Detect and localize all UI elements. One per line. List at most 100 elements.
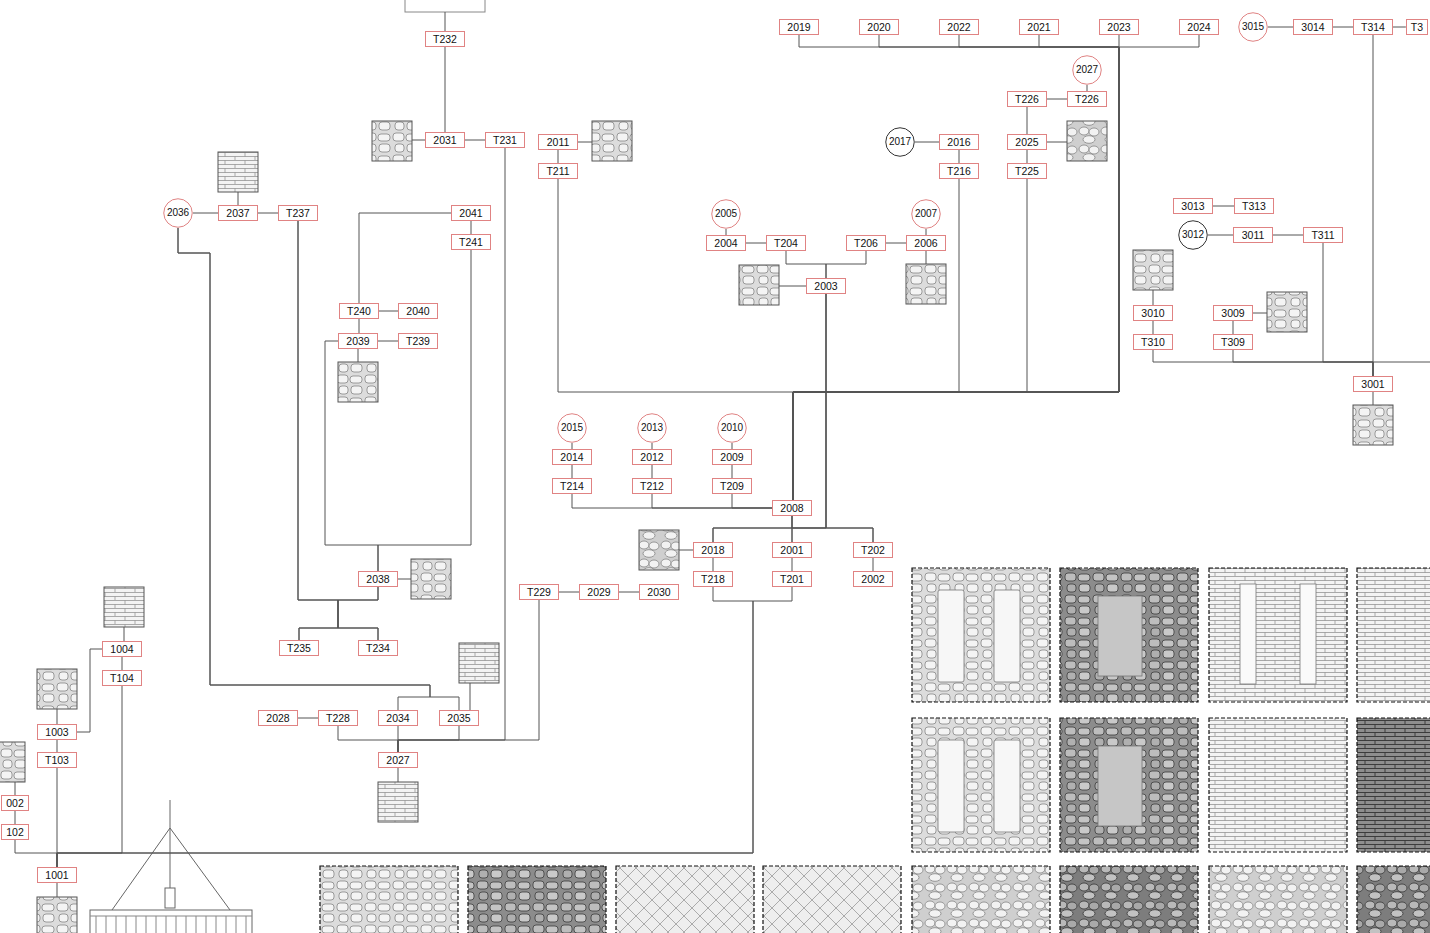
unit-box: T229	[519, 584, 559, 600]
unit-box: 2037	[218, 205, 258, 221]
unit-number: 2039	[346, 335, 369, 347]
unit-box: T212	[632, 478, 672, 494]
unit-number: T212	[640, 480, 664, 492]
unit-number: 3014	[1301, 21, 1324, 33]
stratigraphic-link	[258, 213, 278, 214]
unit-number: T3	[1411, 21, 1423, 33]
unit-box: T225	[1007, 163, 1047, 179]
stratigraphic-link	[572, 494, 772, 508]
stratigraphic-link	[378, 250, 471, 571]
masonry-thumbnail	[104, 587, 144, 627]
unit-box: 3011	[1233, 227, 1273, 243]
unit-number: 3011	[1242, 229, 1265, 241]
stratigraphic-link	[398, 726, 459, 752]
unit-box: T310	[1133, 334, 1173, 350]
leader-line	[445, 12, 446, 31]
unit-number: 2013	[641, 422, 663, 434]
facade-detail	[90, 916, 252, 933]
unit-circle: 2013	[637, 413, 667, 443]
leader-line	[15, 782, 16, 795]
stratigraphic-link	[378, 341, 398, 342]
leader-line	[398, 768, 399, 782]
unit-box: T202	[853, 542, 893, 558]
unit-circle: 2027	[1072, 55, 1102, 85]
unit-number: 2030	[647, 586, 670, 598]
leader-line	[412, 140, 425, 141]
unit-box: T228	[318, 710, 358, 726]
leader-line	[679, 550, 693, 551]
unit-box: 2039	[338, 333, 378, 349]
stratigraphic-link	[652, 465, 653, 478]
texture-panel	[912, 718, 1050, 852]
unit-number: T314	[1361, 21, 1385, 33]
circle-outline	[638, 414, 667, 443]
unit-box: T226	[1067, 91, 1107, 107]
unit-number: 2035	[447, 712, 470, 724]
unit-box: 2028	[258, 710, 298, 726]
unit-number: T225	[1015, 165, 1039, 177]
church-facade	[90, 910, 252, 933]
stratigraphic-link	[793, 35, 1119, 500]
stratigraphic-link	[1027, 107, 1028, 134]
unit-number: T240	[347, 305, 371, 317]
unit-number: 3001	[1361, 378, 1384, 390]
circle-outline	[886, 128, 915, 157]
opening-frame	[1098, 596, 1142, 676]
unit-number: 002	[6, 797, 24, 809]
circle-outline	[1179, 221, 1208, 250]
unit-box: 2035	[439, 710, 479, 726]
unit-box: T104	[102, 670, 142, 686]
matrix-line	[1373, 362, 1430, 363]
unit-number: T237	[286, 207, 310, 219]
unit-box: 2001	[772, 542, 812, 558]
unit-box: 3009	[1213, 305, 1253, 321]
unit-box: T309	[1213, 334, 1253, 350]
unit-number: T232	[433, 33, 457, 45]
stratigraphic-link	[786, 251, 826, 278]
unit-number: 2016	[947, 136, 970, 148]
masonry-thumbnail	[411, 559, 451, 599]
leader-line	[779, 286, 806, 287]
unit-box: T218	[693, 571, 733, 587]
unit-box: 2022	[939, 19, 979, 35]
stratigraphic-link	[792, 558, 793, 571]
unit-box: T314	[1353, 19, 1393, 35]
unit-box: T3	[1406, 19, 1428, 35]
opening-frame	[1098, 746, 1142, 826]
stratigraphic-link	[1027, 150, 1028, 163]
unit-number: 2004	[714, 237, 737, 249]
circle-outline	[718, 414, 747, 443]
stratigraphic-link	[471, 221, 472, 234]
stratigraphic-link	[178, 228, 459, 710]
unit-number: T202	[861, 544, 885, 556]
unit-number: T214	[560, 480, 584, 492]
opening-frame	[938, 590, 964, 682]
unit-number: 2037	[226, 207, 249, 219]
stratigraphic-link	[298, 718, 318, 719]
leader-line	[926, 251, 927, 264]
unit-box: 2020	[859, 19, 899, 35]
stratigraphic-link	[298, 221, 338, 640]
stratigraphic-link	[77, 649, 102, 732]
unit-number: T209	[720, 480, 744, 492]
leader-line	[358, 349, 359, 362]
masonry-thumbnail	[37, 897, 77, 933]
unit-number: 2038	[366, 573, 389, 585]
unit-box: 102	[1, 824, 29, 840]
bell-cote	[165, 888, 175, 908]
unit-box: 3013	[1173, 198, 1213, 214]
unit-circle: 2036	[163, 198, 193, 228]
stratigraphic-link	[1333, 27, 1353, 28]
circle-outline	[164, 199, 193, 228]
unit-number: 3012	[1182, 229, 1204, 241]
stratigraphic-link	[1323, 243, 1373, 376]
stratigraphic-link	[793, 35, 1119, 500]
unit-number: 2001	[780, 544, 803, 556]
unit-box: T211	[538, 163, 578, 179]
unit-number: 2020	[867, 21, 890, 33]
texture-panel	[912, 568, 1050, 702]
unit-circle: 2007	[911, 199, 941, 229]
masonry-thumbnail	[218, 152, 258, 192]
stratigraphic-link	[325, 341, 378, 571]
stratigraphic-link	[338, 587, 378, 640]
